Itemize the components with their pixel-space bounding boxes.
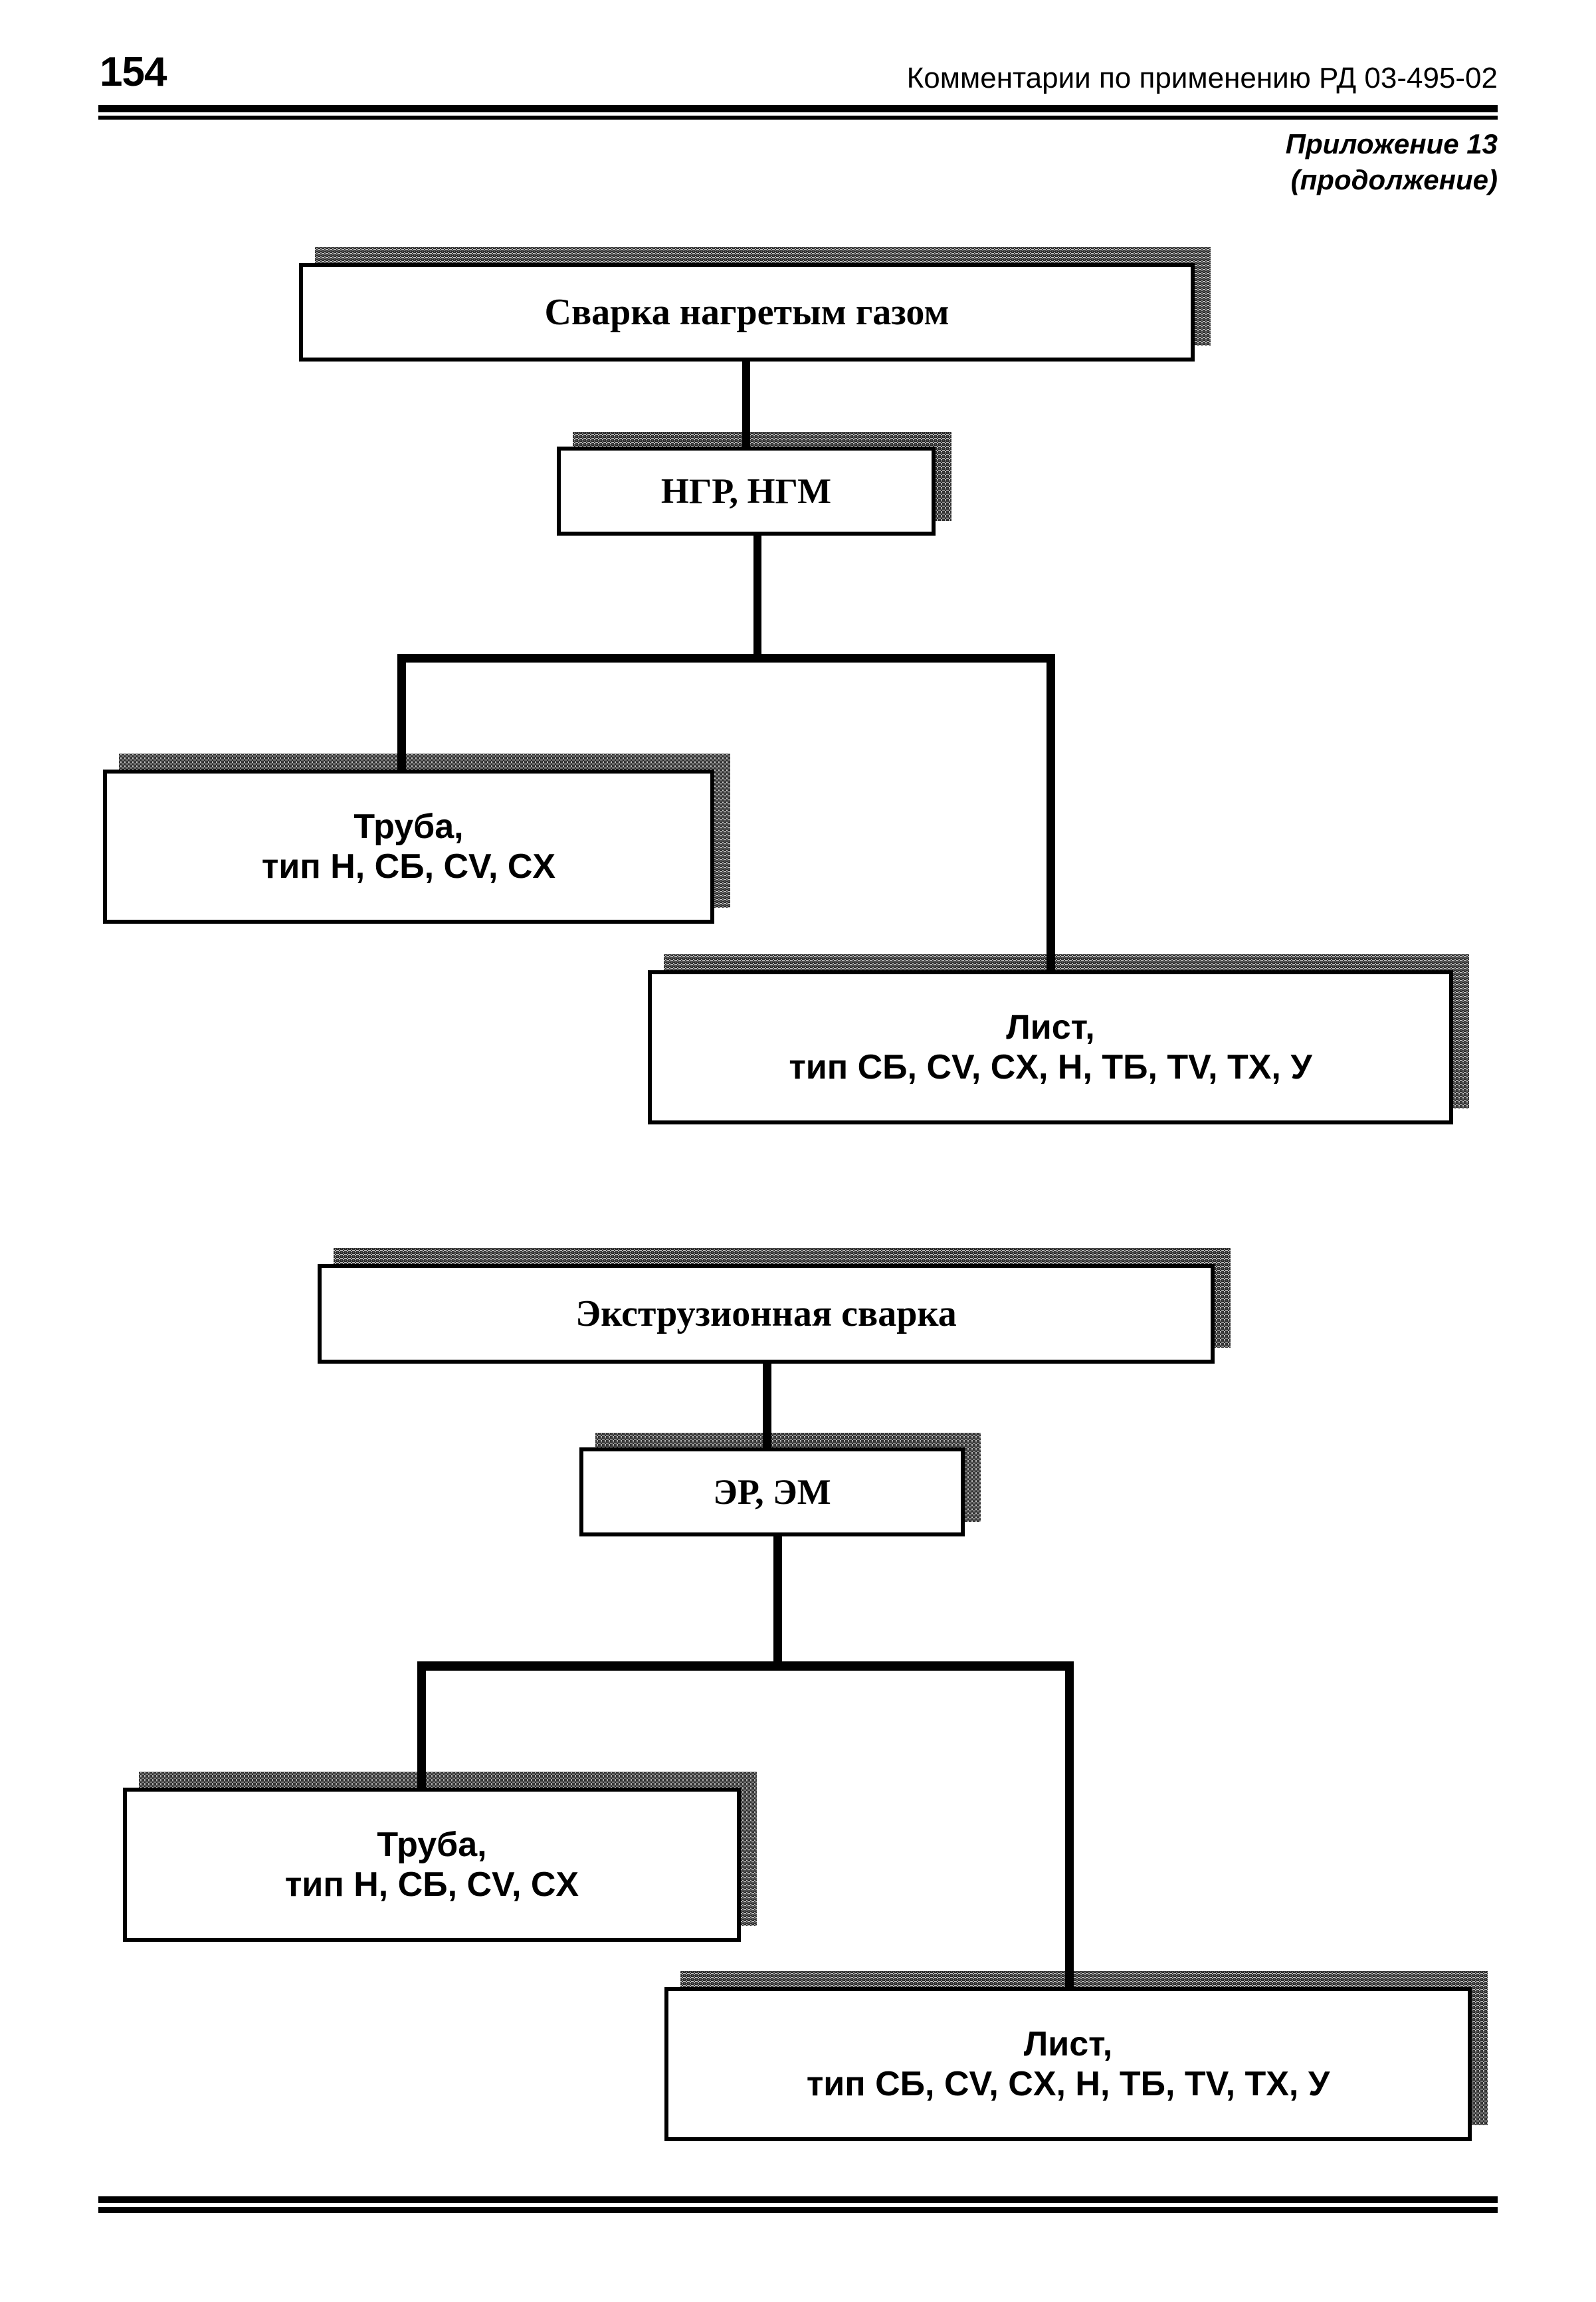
connector-codes-to-branch-2	[773, 1534, 782, 1665]
appendix-continued: (продолжение)	[1290, 163, 1498, 195]
node-label: НГР, НГМ	[660, 471, 832, 511]
node-title: Лист,	[1006, 1007, 1095, 1047]
diagram-1-child-sheet-node: Лист,тип СБ, CV, CX, Н, ТБ, TV, TX, У	[648, 970, 1453, 1124]
node-types: тип СБ, CV, CX, Н, ТБ, TV, TX, У	[789, 1048, 1312, 1087]
diagram-2-method-codes-node: ЭР, ЭМ	[579, 1447, 965, 1536]
connector-root-to-codes-1	[742, 359, 750, 449]
node-label: Труба,тип Н, СБ, CV, CX	[285, 1825, 579, 1905]
node-label: Лист,тип СБ, CV, CX, Н, ТБ, TV, TX, У	[789, 1007, 1312, 1088]
node-title: Труба,	[353, 807, 464, 846]
node-label: Лист,тип СБ, CV, CX, Н, ТБ, TV, TX, У	[807, 2024, 1330, 2105]
connector-branch-right-1	[1047, 654, 1055, 973]
appendix-caption: Приложение 13 (продолжение)	[1286, 126, 1498, 198]
page-number: 154	[100, 49, 167, 95]
connector-branch-right-2	[1065, 1661, 1074, 1991]
diagram-2-child-tube-node: Труба,тип Н, СБ, CV, CX	[123, 1788, 741, 1942]
diagram-1-method-codes-node: НГР, НГМ	[557, 447, 936, 536]
node-title: Лист,	[1023, 2024, 1113, 2063]
appendix-number: Приложение 13	[1285, 128, 1498, 159]
node-label: Сварка нагретым газом	[544, 291, 949, 333]
running-header-title: Комментарии по применению РД 03-495-02	[906, 62, 1498, 94]
connector-branch-left-2	[417, 1661, 426, 1790]
connector-root-to-codes-2	[763, 1361, 771, 1450]
connector-codes-to-branch-1	[753, 533, 761, 659]
node-title: Труба,	[377, 1825, 487, 1864]
header-rule-thin	[98, 116, 1498, 120]
node-types: тип Н, СБ, CV, CX	[284, 1865, 579, 1904]
node-types: тип СБ, CV, CX, Н, ТБ, TV, TX, У	[806, 2065, 1330, 2103]
connector-branch-bar-1	[397, 654, 1055, 663]
footer-rule-thick	[98, 2196, 1498, 2203]
diagram-1-child-tube-node: Труба,тип Н, СБ, CV, CX	[103, 770, 714, 924]
node-label: Экструзионная сварка	[575, 1293, 957, 1334]
diagram-1-root-node: Сварка нагретым газом	[299, 263, 1195, 362]
node-label: Труба,тип Н, СБ, CV, CX	[262, 807, 555, 887]
footer-rule-thin	[98, 2207, 1498, 2213]
node-types: тип Н, СБ, CV, CX	[261, 847, 556, 886]
connector-branch-bar-2	[417, 1661, 1074, 1671]
diagram-2-child-sheet-node: Лист,тип СБ, CV, CX, Н, ТБ, TV, TX, У	[664, 1987, 1472, 2141]
diagram-2-root-node: Экструзионная сварка	[318, 1264, 1215, 1364]
header-rule-thick	[98, 105, 1498, 112]
node-label: ЭР, ЭМ	[713, 1471, 831, 1512]
connector-branch-left-1	[397, 654, 406, 772]
